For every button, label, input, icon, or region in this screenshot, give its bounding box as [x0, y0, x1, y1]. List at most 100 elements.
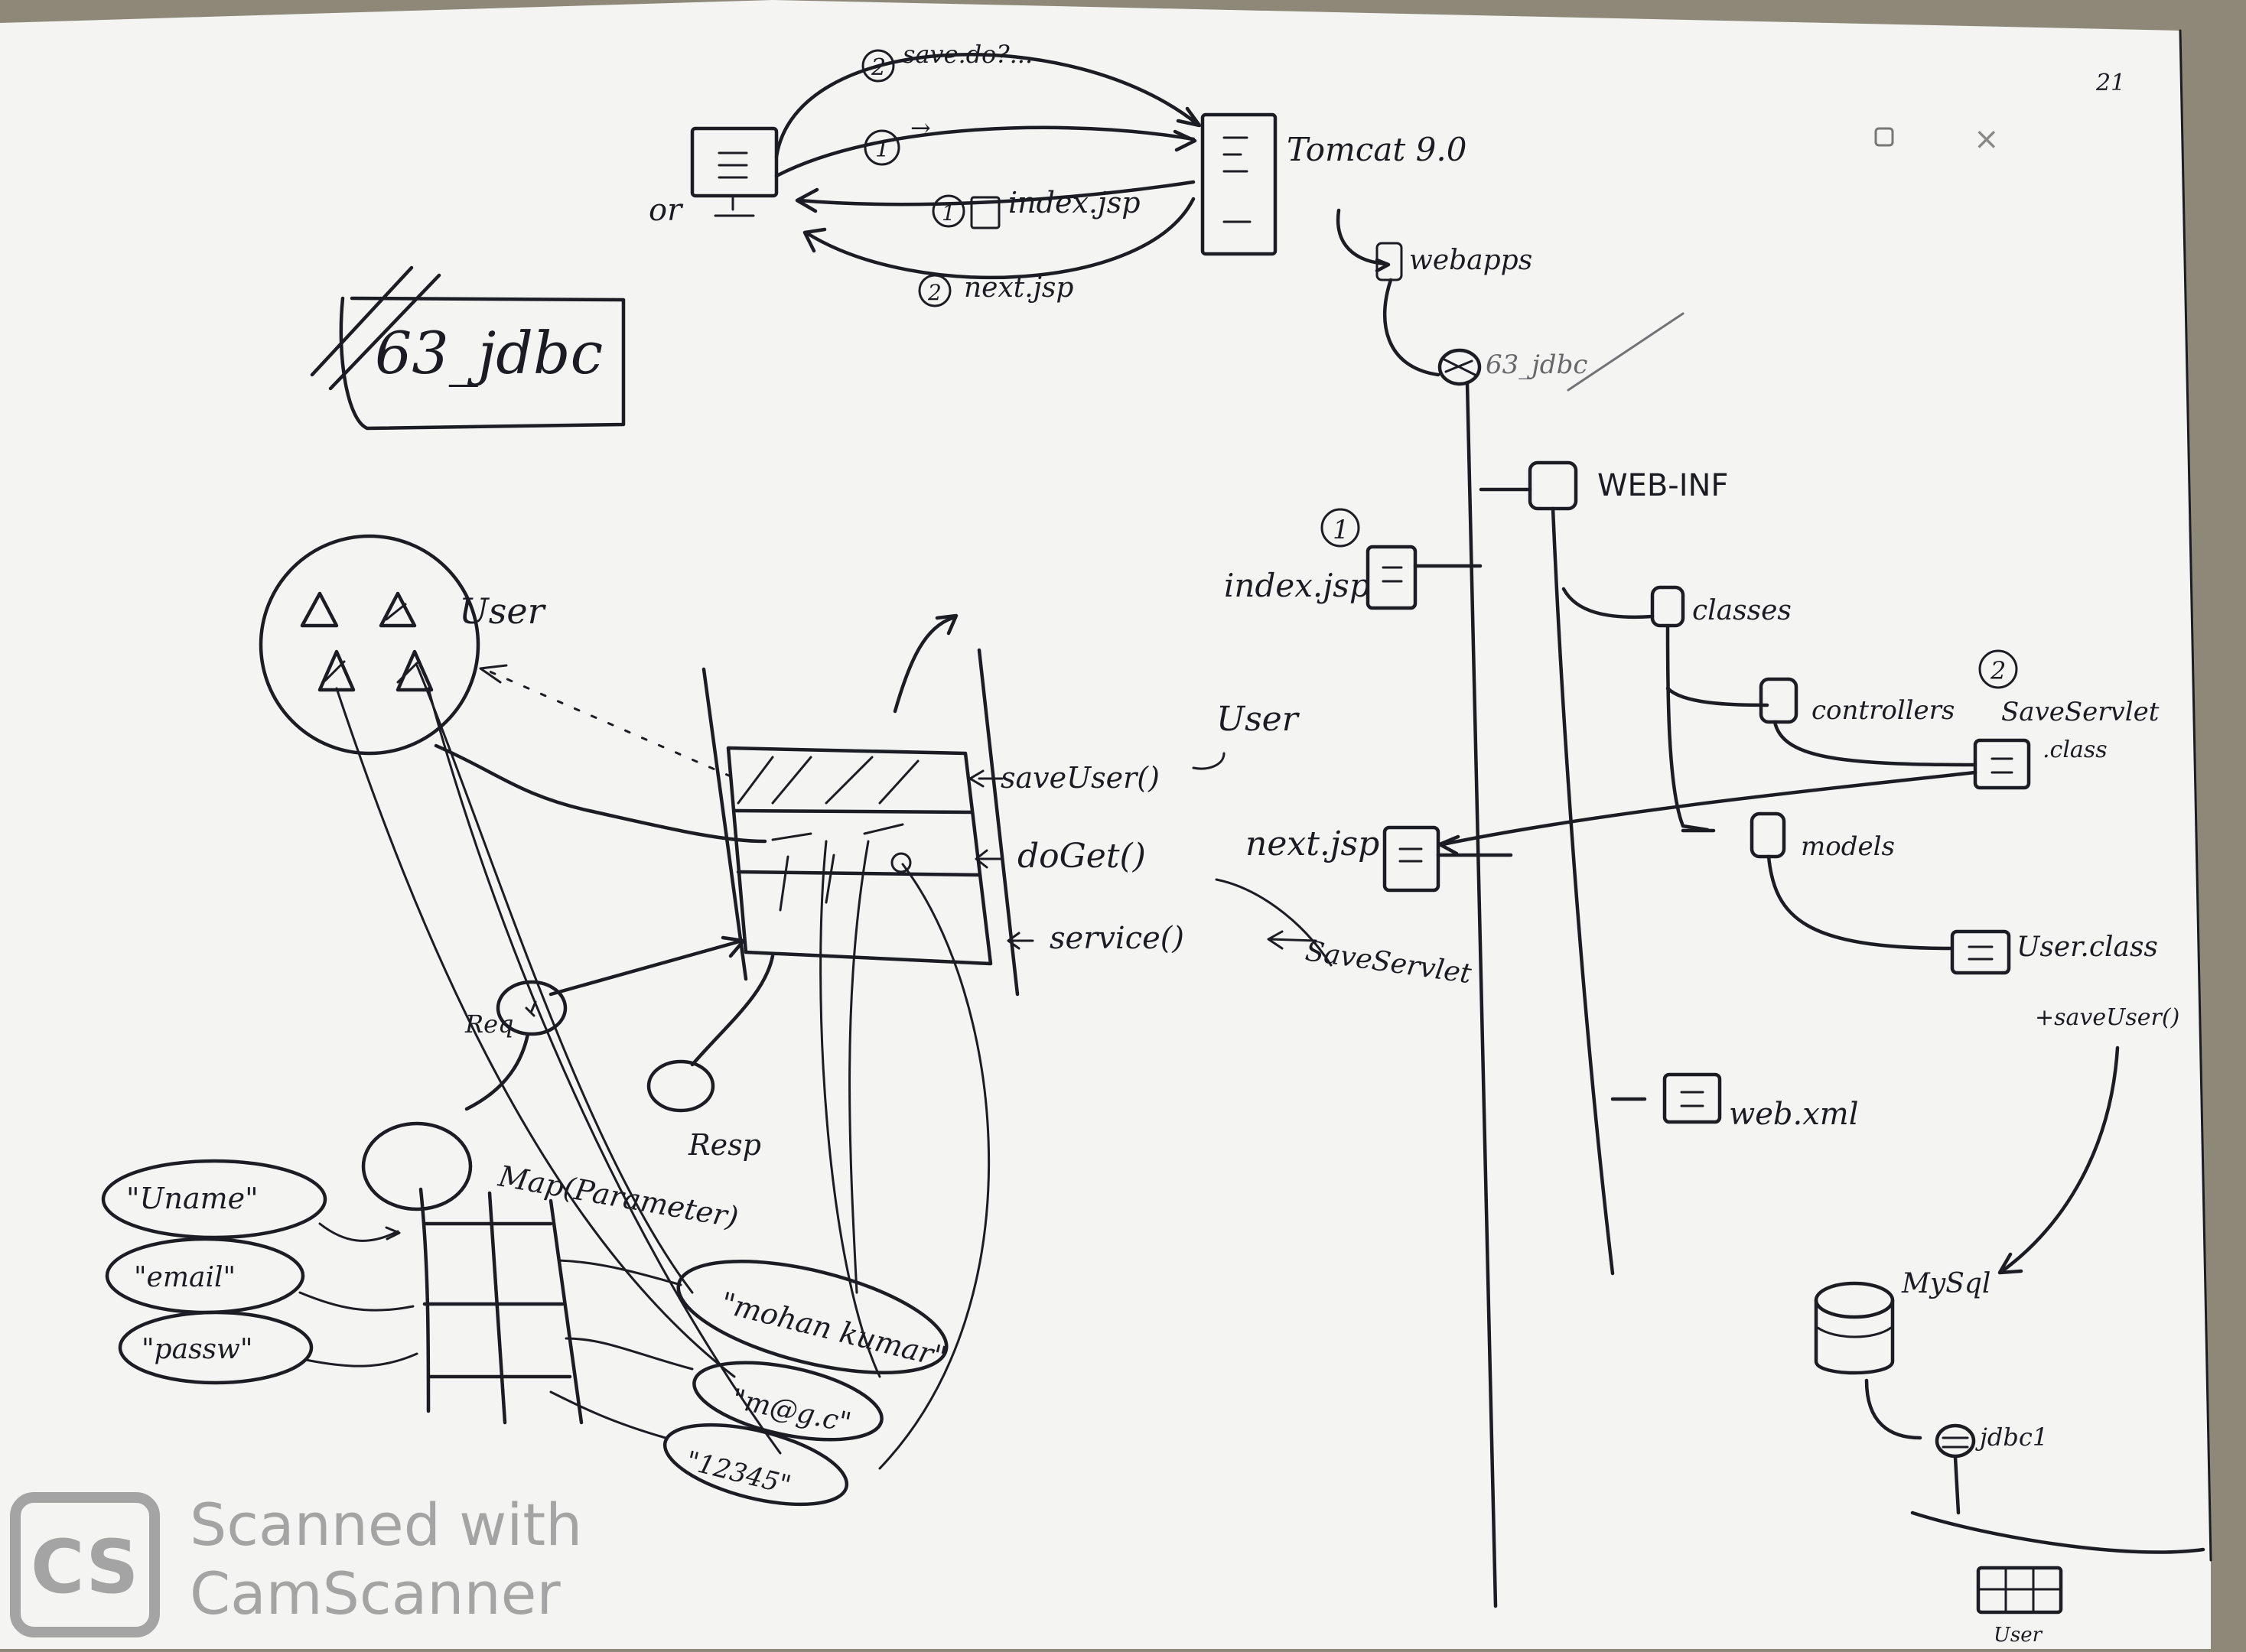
web-xml-file-lines	[1680, 1091, 1704, 1107]
resp-label: Resp	[688, 1128, 761, 1162]
db-divider-line	[1910, 1511, 2205, 1554]
user-class-to-mysql-arrow	[1997, 1046, 2120, 1275]
mysql-database-icon	[1814, 1281, 1895, 1375]
resp-object	[646, 1059, 715, 1113]
user-dotted-arrow	[488, 670, 732, 778]
key-uname-label: "Uname"	[126, 1182, 259, 1215]
save-user-method-label: +saveUser()	[2035, 1004, 2179, 1031]
response-arrow-2	[802, 197, 1196, 280]
project-label: 63_jdbc	[1486, 350, 1587, 380]
servlet-method-stack	[726, 746, 993, 966]
next-jsp-label: next.jsp	[1245, 824, 1379, 863]
title-label: 63_jdbc	[375, 319, 603, 387]
user-class-file-lines	[1968, 945, 1994, 961]
camscanner-logo-box	[10, 1492, 160, 1637]
board-corner-x: ×	[1974, 122, 2000, 157]
title-box	[310, 265, 626, 431]
parameter-connection-lines	[335, 664, 991, 1470]
servlet-outer-box	[701, 613, 1020, 997]
servlet-name-arrow	[1267, 930, 1317, 950]
or-label: or	[649, 193, 684, 228]
table-name-label: User	[1994, 1624, 2043, 1647]
web-xml-file-icon	[1662, 1072, 1722, 1124]
response-1-circle	[932, 194, 965, 228]
server-label: Tomcat 9.0	[1287, 131, 1466, 168]
step-2-number: 2	[871, 54, 886, 81]
controllers-branch	[1665, 686, 1769, 707]
req-to-servlet-head	[721, 935, 746, 958]
user-class-file-icon	[1950, 929, 2011, 975]
value-name-oval	[557, 1259, 949, 1374]
response-2-number: 2	[927, 280, 942, 305]
req-to-servlet-arrow	[548, 938, 744, 997]
classes-label: classes	[1692, 595, 1792, 626]
web-inf-trunk-line	[1551, 506, 1615, 1276]
webapps-to-project-line	[1382, 278, 1440, 377]
step-1-circle	[864, 129, 900, 166]
request-2-label: save.do?...	[903, 40, 1033, 69]
response-1-file-icon	[970, 196, 1001, 229]
mysql-label: MySql	[1901, 1268, 1990, 1299]
camscanner-watermark: CS Scanned with CamScanner	[10, 1491, 582, 1637]
response-1-label: index.jsp	[1008, 186, 1141, 220]
request-arrow-2	[774, 53, 1202, 159]
servlet-number: 2	[1990, 656, 2006, 685]
request-arrow-1	[774, 125, 1197, 178]
key-passw-oval	[118, 1310, 418, 1385]
key-email-label: "email"	[134, 1262, 236, 1293]
index-jsp-label: index.jsp	[1224, 567, 1370, 604]
do-get-arrow	[975, 849, 1004, 869]
map-table	[418, 1187, 584, 1425]
db-to-table-line	[1953, 1455, 1961, 1515]
response-2-circle	[918, 274, 952, 307]
users-group-icon	[259, 534, 480, 756]
step-1-number: 1	[875, 136, 890, 163]
camscanner-logo-text: CS	[31, 1524, 138, 1610]
map-object	[361, 1121, 473, 1211]
resp-to-servlet-arrow	[690, 954, 775, 1067]
server-tower-icon	[1200, 112, 1278, 256]
index-number: 1	[1333, 515, 1349, 545]
webapps-label: webapps	[1409, 245, 1532, 276]
response-2-label: next.jsp	[964, 272, 1073, 304]
key-passw-label: "passw"	[142, 1334, 252, 1365]
user-label: User	[459, 590, 547, 632]
save-user-label: saveUser()	[1001, 761, 1160, 795]
servlet-to-next-jsp-arrow	[1437, 770, 1977, 856]
service-arrow	[1007, 932, 1034, 950]
index-jsp-file-icon	[1366, 545, 1418, 610]
response-1-number: 1	[942, 200, 955, 226]
req-to-map-line	[464, 1032, 530, 1111]
do-get-from-servlet-arrow	[1215, 878, 1333, 967]
servlet-class-label-1: SaveServlet	[2001, 697, 2160, 727]
value-email-oval	[565, 1337, 884, 1442]
classes-trunk-line	[1665, 625, 1710, 832]
next-jsp-file-lines	[1398, 847, 1423, 863]
user-dotted-head	[479, 664, 508, 684]
servlet-class-file-icon	[1973, 738, 2031, 790]
camscanner-line-2: CamScanner	[190, 1559, 561, 1628]
camscanner-line-1: Scanned with	[190, 1491, 582, 1559]
table-grid-icon	[1976, 1566, 2063, 1615]
user-object-label: User	[1216, 700, 1300, 739]
client-computer-icon	[690, 126, 779, 217]
service-label: service()	[1050, 921, 1184, 956]
servlet-class-label-2: .class	[2043, 737, 2108, 763]
controllers-to-servlet-line	[1772, 720, 1976, 767]
request-1-label: →	[910, 113, 931, 142]
users-to-servlet-curve	[434, 743, 767, 844]
controllers-folder-icon	[1759, 677, 1798, 724]
step-2-circle	[861, 49, 895, 83]
index-number-circle	[1320, 508, 1360, 548]
web-xml-label: web.xml	[1729, 1097, 1859, 1132]
web-inf-label: WEB-INF	[1597, 468, 1728, 503]
controllers-label: controllers	[1811, 695, 1955, 726]
board-corner-marker	[1874, 127, 1894, 147]
next-jsp-file-icon	[1382, 825, 1440, 893]
project-strike	[1567, 312, 1685, 392]
user-class-label: User.class	[2017, 932, 2158, 963]
board-frame-edge	[2179, 29, 2212, 1562]
